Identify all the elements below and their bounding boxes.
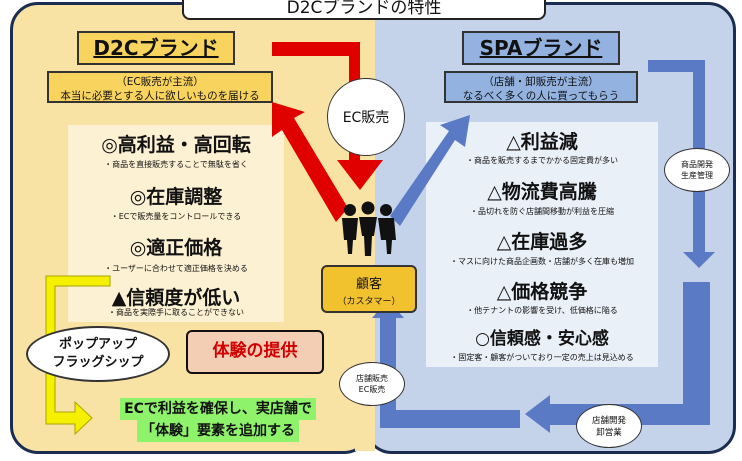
customer-box: 顧客 （カスタマー） (321, 265, 417, 313)
spa-item-1-sub: ・商品を販売するまでかかる固定費が多い (466, 156, 618, 165)
spa-item-4-sub: ・他テナントの影響を受け、低価格に陥る (466, 306, 618, 315)
d2c-item-4-heading: ▲信頼度が低い (111, 287, 241, 309)
yellow-arrow (45, 275, 111, 436)
popup-line2: フラッグシップ (52, 355, 144, 370)
store-sales-circle: 店舗販売 EC販売 (339, 362, 405, 406)
store-dev-line1: 店舗開発 (591, 416, 626, 426)
d2c-subtitle-line1: （EC販売が主流） (116, 76, 204, 88)
store-dev-circle: 店舗開発 卸営業 (576, 404, 642, 448)
d2c-subtitle: （EC販売が主流） 本当に必要とする人に欲しいものを届ける (47, 71, 273, 103)
spa-subtitle-line1: （店舗・卸販売が主流） (483, 76, 599, 88)
d2c-item-3-heading: ◎適正価格 (129, 237, 223, 259)
blue-arrow-from-customer (390, 115, 470, 226)
store-sales-line2: EC販売 (358, 385, 386, 394)
product-dev-line1: 商品開発 (681, 160, 713, 169)
spa-item-3-heading: △在庫過多 (496, 231, 588, 253)
spa-item-2-sub: ・品切れを防ぐ店舗間移動が利益を圧縮 (470, 207, 614, 216)
spa-item-5-sub: ・固定客・顧客がついており一定の売上は見込める (450, 353, 634, 362)
d2c-brand-label: D2Cブランド (77, 31, 235, 65)
experience-box: 体験の提供 (186, 330, 324, 374)
product-dev-circle: 商品開発 生産管理 (664, 148, 730, 192)
d2c-item-4-sub: ・商品を実際手に取ることができない (108, 308, 244, 317)
blue-loop-bottom (525, 282, 710, 433)
d2c-list-area (68, 125, 284, 322)
spa-brand-label: SPAブランド (462, 31, 620, 65)
blue-loop-right (648, 60, 715, 268)
customer-sublabel: （カスタマー） (337, 297, 401, 307)
customer-label: 顧客 (355, 277, 382, 292)
spa-item-1-heading: △利益減 (506, 131, 578, 153)
d2c-item-2-heading: ◎在庫調整 (129, 186, 223, 208)
spa-subtitle: （店舗・卸販売が主流） なるべく多くの人に買ってもらう (444, 71, 638, 103)
diagram-title: D2Cブランドの特性 (182, 0, 546, 20)
spa-item-3-sub: ・マスに向けた商品企画数・店舗が多く在庫も増加 (450, 257, 634, 266)
ec-sales-circle: EC販売 (327, 78, 405, 156)
d2c-item-3-sub: ・ユーザーに合わせて適正価格を決める (104, 264, 248, 273)
store-dev-line2: 卸営業 (596, 428, 622, 438)
blue-loop-left (372, 300, 520, 428)
popup-flagship-ellipse: ポップアップ フラッグシップ (26, 326, 170, 382)
spa-subtitle-line2: なるべく多くの人に買ってもらう (462, 90, 620, 102)
d2c-item-1-sub: ・商品を直接販売することで無駄を省く (104, 160, 248, 169)
d2c-subtitle-line2: 本当に必要とする人に欲しいものを届ける (60, 90, 260, 102)
product-dev-line2: 生産管理 (681, 171, 713, 180)
conclusion-line2: 「体験」要素を追加する (137, 420, 299, 442)
spa-item-5-heading: ○信頼感・安心感 (475, 329, 609, 349)
store-sales-line1: 店舗販売 (356, 374, 388, 383)
red-arrow-from-customer (272, 102, 348, 222)
spa-item-2-heading: △物流費高騰 (487, 181, 597, 203)
spa-item-4-heading: △価格競争 (496, 281, 588, 303)
ec-sales-label: EC販売 (342, 110, 390, 126)
conclusion-line1: ECで利益を確保し、実店舗で (120, 398, 316, 420)
conclusion-box: ECで利益を確保し、実店舗で 「体験」要素を追加する (96, 398, 340, 442)
d2c-item-2-sub: ・ECで販売量をコントロールできる (110, 212, 242, 221)
people-icon (342, 201, 396, 256)
experience-label: 体験の提供 (212, 341, 298, 361)
popup-line1: ポップアップ (58, 337, 137, 352)
d2c-item-1-heading: ◎高利益・高回転 (101, 134, 251, 156)
spa-list-area (426, 122, 658, 367)
